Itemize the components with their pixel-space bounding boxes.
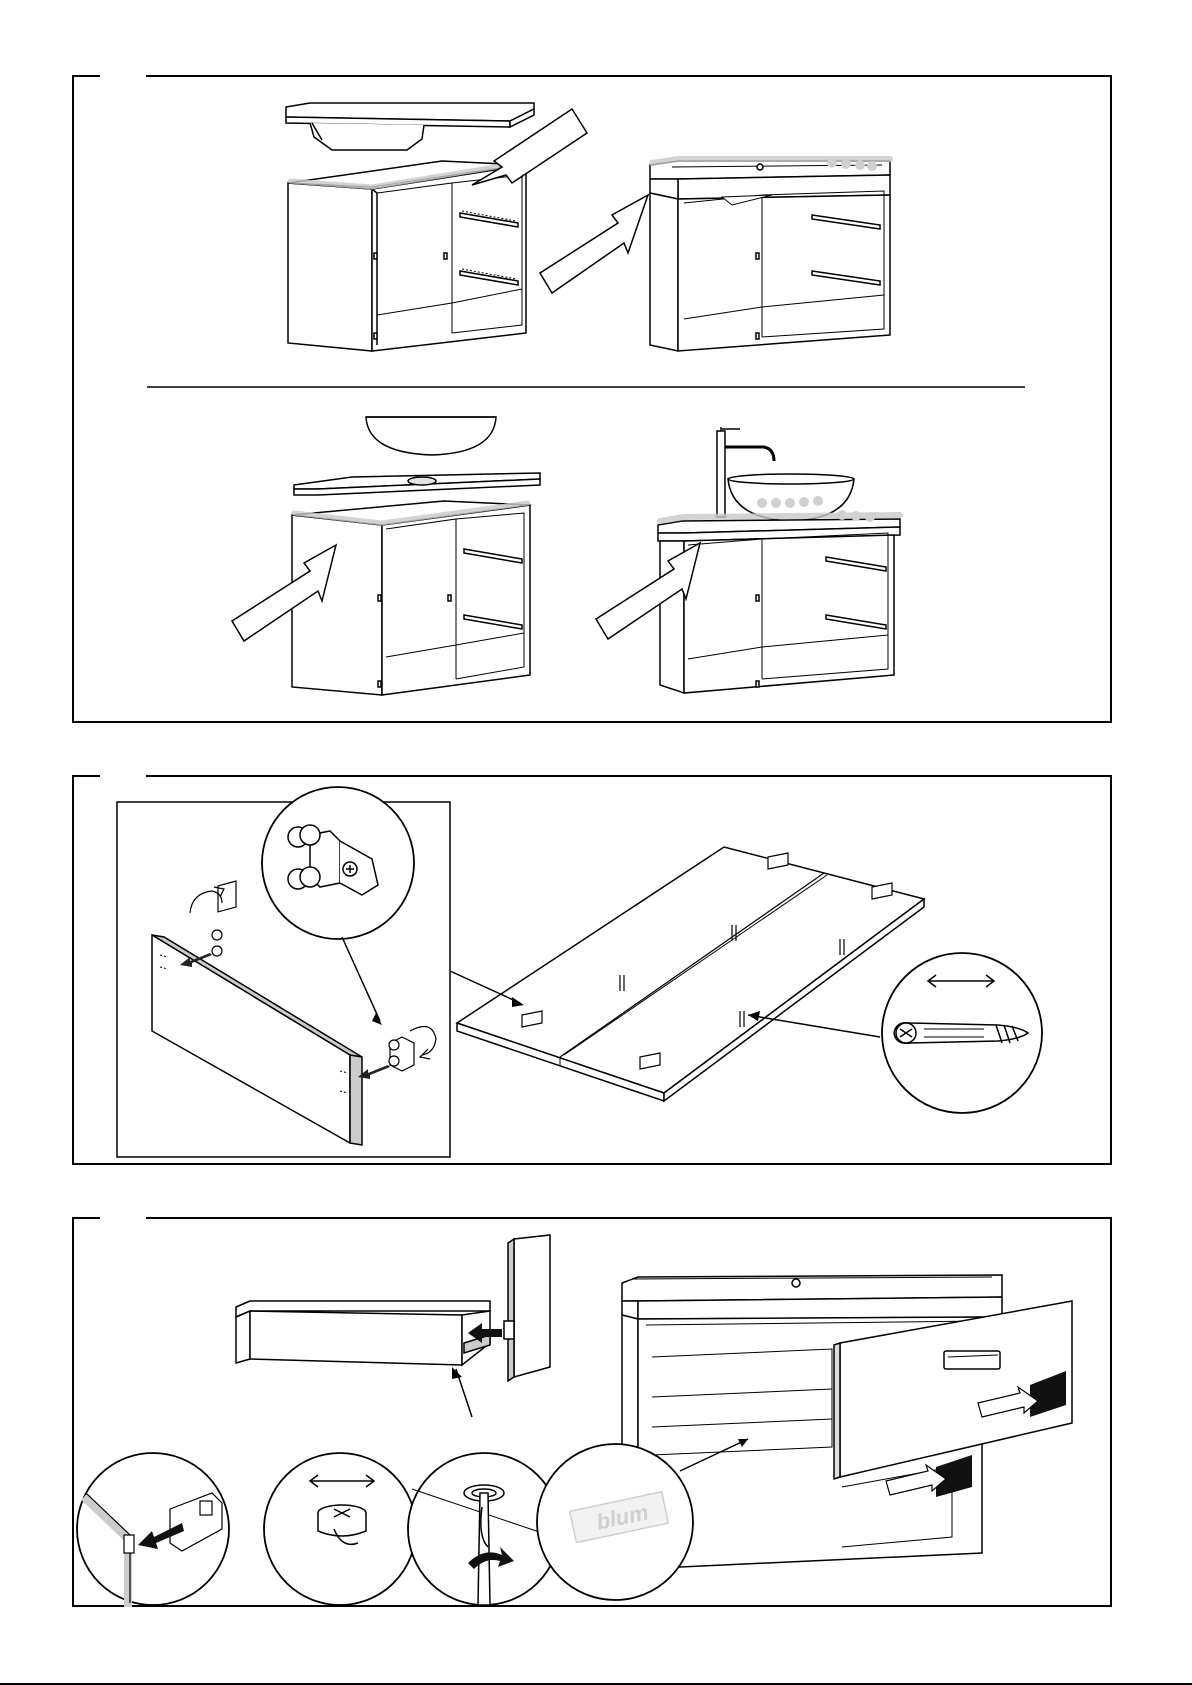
brand-label-detail-magnifier: blum — [537, 1444, 693, 1600]
drawer-front-panel — [504, 1235, 550, 1381]
cam-lock-detail-magnifier — [264, 1453, 416, 1605]
drawer-front-attachment-illustration: blum — [72, 1217, 1112, 1607]
drawer-box — [236, 1301, 490, 1365]
screwdriver-icon — [478, 1493, 490, 1605]
sink-mounting-illustration — [72, 75, 1112, 723]
step-drawer-front-attachment-panel: blum — [72, 1217, 1112, 1607]
drawer-fronts-with-fittings — [457, 847, 924, 1101]
drawer-front-fittings-illustration — [72, 775, 1112, 1165]
cabinet-with-sink-exploded — [286, 103, 534, 351]
fitting-detail-magnifier — [262, 787, 414, 939]
step-sink-mounting-panel — [72, 75, 1112, 723]
cam-dowel-detail-magnifier — [882, 953, 1042, 1113]
panel-frame — [73, 76, 1111, 722]
clip-detail-magnifier — [77, 1453, 229, 1607]
leader-line — [748, 1015, 880, 1037]
cabinet-with-sink-installed — [650, 161, 890, 351]
leader-line — [450, 971, 520, 1003]
step-drawer-front-fittings-panel — [72, 775, 1112, 1165]
glue-applicator-icon — [540, 195, 648, 293]
drawer-front-fitting-right — [389, 1037, 414, 1071]
